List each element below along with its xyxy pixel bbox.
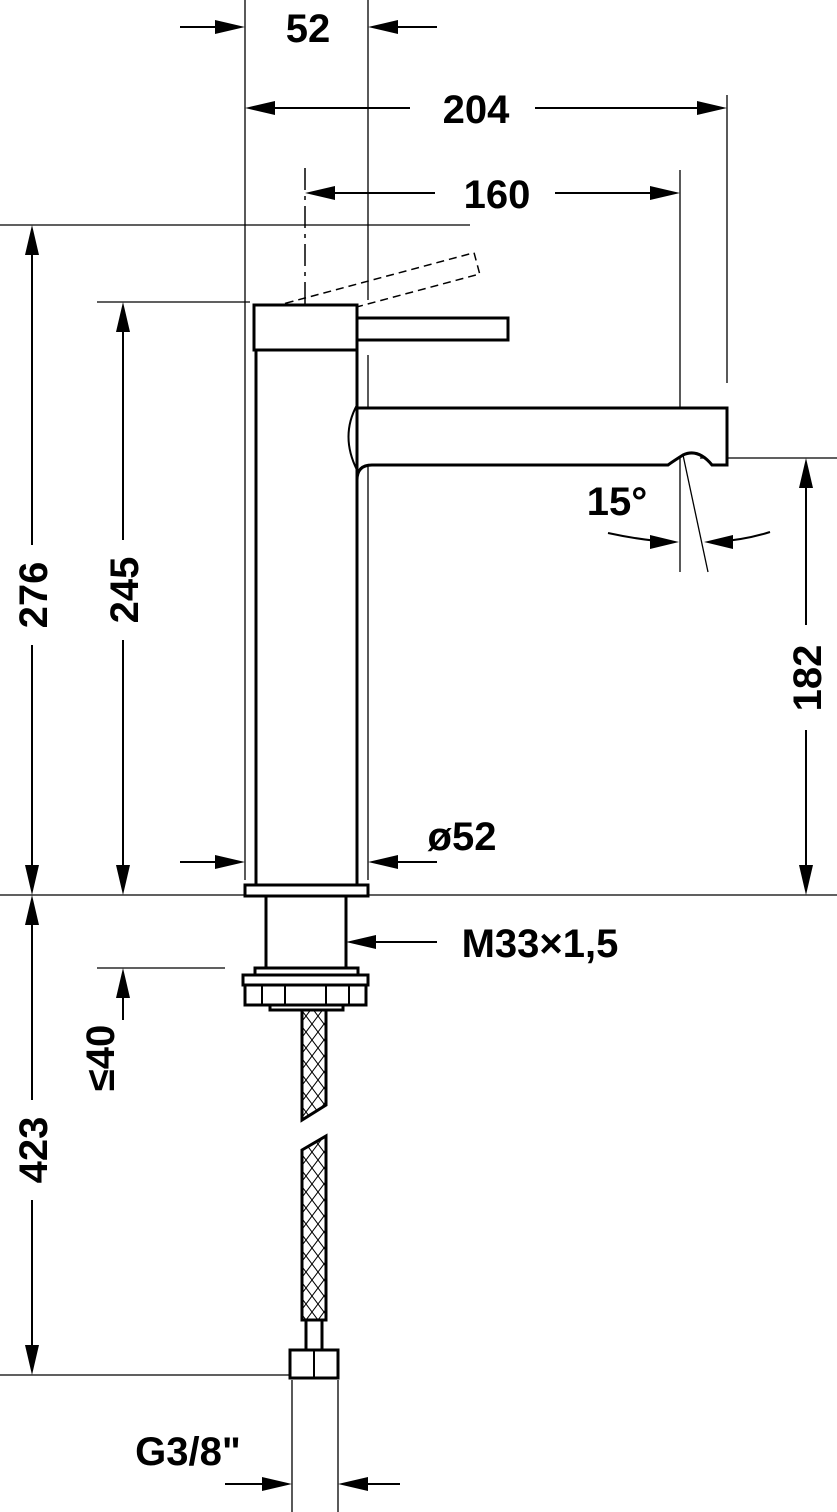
spout-height-label: 182 bbox=[786, 645, 830, 712]
body-diameter-label: ø52 bbox=[428, 815, 497, 859]
mounting-nut bbox=[241, 966, 370, 1012]
hose-upper bbox=[300, 1008, 328, 1123]
lever bbox=[355, 316, 510, 342]
handle-cap bbox=[252, 303, 359, 352]
threaded-shank bbox=[264, 894, 348, 970]
hose-lower bbox=[300, 1133, 328, 1322]
thread-label: M33×1,5 bbox=[462, 922, 619, 966]
hose-length-label: 423 bbox=[12, 1117, 56, 1184]
counter-thickness-label: ≤40 bbox=[79, 1025, 123, 1091]
flange-width-label: 52 bbox=[286, 7, 331, 51]
spout bbox=[355, 406, 729, 481]
faucet bbox=[241, 251, 729, 1380]
spout-angle-label: 15° bbox=[587, 480, 648, 524]
connection-label: G3/8" bbox=[135, 1430, 241, 1474]
dimension-lines bbox=[25, 20, 813, 1491]
spout-reach-label: 160 bbox=[464, 173, 531, 217]
total-height-label: 276 bbox=[12, 562, 56, 629]
body bbox=[254, 348, 359, 887]
overall-depth-label: 204 bbox=[443, 88, 510, 132]
handle-height-label: 245 bbox=[103, 557, 147, 624]
base-flange bbox=[243, 883, 370, 898]
